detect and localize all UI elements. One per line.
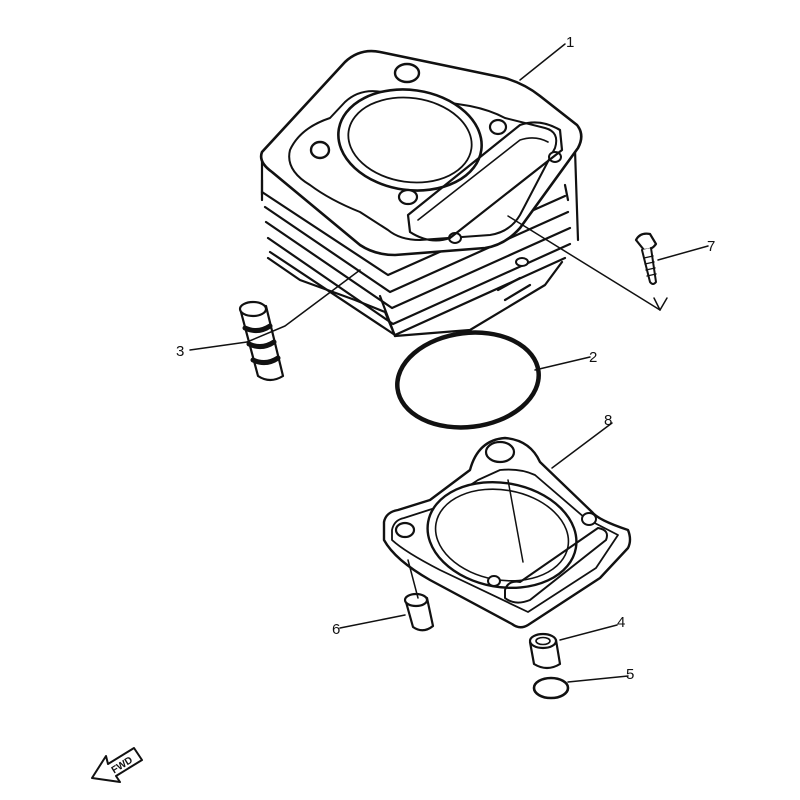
dowel-pin-large (238, 300, 285, 382)
o-ring-small (532, 676, 570, 700)
callout-1: 1 (566, 34, 574, 51)
fwd-arrow-icon (91, 747, 143, 783)
callout-6: 6 (332, 621, 340, 638)
callout-5: 5 (626, 666, 634, 683)
fwd-marker: FWD (91, 747, 143, 783)
cylinder-head-o-ring (395, 330, 541, 430)
callout-3: 3 (176, 343, 184, 360)
dowel-pin-small (403, 592, 435, 632)
callout-8: 8 (604, 412, 612, 429)
bolt (634, 232, 658, 285)
cylinder (259, 49, 583, 338)
callout-7: 7 (707, 238, 715, 255)
dowel-pin (528, 632, 562, 670)
callout-4: 4 (617, 614, 625, 631)
cylinder-gasket (382, 436, 632, 629)
leader-lines (189, 43, 709, 683)
callout-2: 2 (589, 349, 597, 366)
callout-numbers: 1 2 3 4 5 6 7 8 (176, 34, 715, 683)
